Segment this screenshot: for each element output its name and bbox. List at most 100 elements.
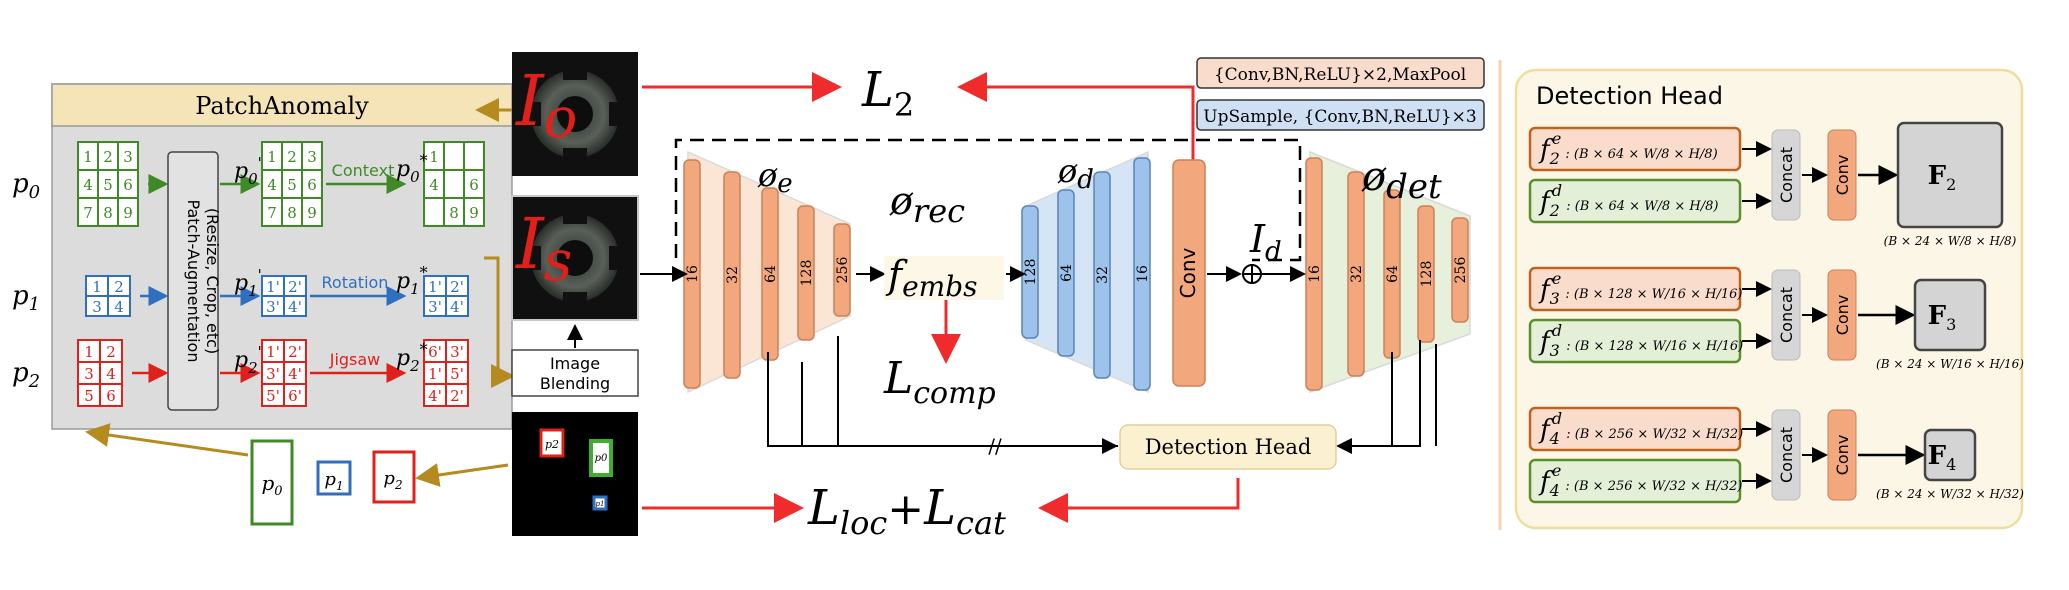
svg-text:16: 16 — [1135, 265, 1151, 283]
embs-label: fembs — [884, 253, 1004, 303]
detection-head-panel-title: Detection Head — [1536, 82, 1723, 110]
patch-cell: 1 — [429, 148, 439, 166]
patch-label-2: p2 — [12, 358, 40, 392]
patch-cell: 8 — [449, 204, 459, 222]
patch-cell: 3 — [123, 148, 133, 166]
patch-cell: 2 — [106, 343, 116, 361]
io-subscript: o — [544, 86, 578, 151]
patch-cell: 4' — [428, 387, 442, 405]
svg-text:256: 256 — [1453, 257, 1469, 284]
patch-cell: 1 — [83, 148, 93, 166]
patch-grid-1-2: 1'2'3'4' — [423, 275, 469, 317]
patch-cell: 5' — [266, 387, 280, 405]
blending-line-2: Blending — [540, 374, 610, 393]
mask-label-p2: p2 — [545, 438, 559, 451]
image-io: Io — [512, 52, 638, 176]
patch-op-jigsaw: Jigsaw — [329, 350, 381, 369]
p1-subscript: 1 — [336, 479, 344, 493]
patch-cell: 1' — [266, 343, 280, 361]
patch-cell: 1 — [267, 148, 277, 166]
loss-comp: Lcomp — [883, 353, 996, 411]
patch-anomaly-panel: PatchAnomaly Patch-Augmentation (Resize,… — [12, 83, 513, 430]
p2-subscript: 2 — [394, 478, 403, 492]
patch-cell: 2' — [288, 278, 302, 296]
output-shape: (B × 24 × W/8 × H/8) — [1884, 234, 2017, 248]
det-layer-32: 32 — [1347, 171, 1365, 377]
loss-l2: L2 — [861, 62, 914, 124]
patch-cell: 4' — [450, 298, 464, 316]
patch-prime-label-1: p1' — [234, 266, 262, 300]
svg-text:Conv: Conv — [1176, 247, 1200, 298]
loss-loc-cat: Lloc+Lcat — [807, 480, 1006, 542]
det-layer-256: 256 — [1451, 217, 1469, 323]
patch-cell: 3' — [450, 343, 464, 361]
svg-text:128: 128 — [1023, 259, 1039, 286]
patch-augmentation-box — [167, 151, 219, 411]
output-feature-F2: F2 — [1896, 121, 2004, 229]
detection-head-box: Detection Head — [1119, 424, 1337, 470]
decoder-layer-16: 16 — [1133, 157, 1151, 391]
patch-cell: 4 — [106, 365, 116, 383]
patch-cell: 9 — [123, 204, 133, 222]
patch-output-p0: p0 — [250, 439, 294, 526]
p0-subscript: 0 — [274, 484, 282, 499]
patch-label-1: p1 — [12, 281, 40, 315]
conv-block: Conv — [1827, 269, 1857, 361]
svg-text:L2: L2 — [861, 62, 914, 124]
patch-cell: 1 — [84, 343, 94, 361]
patch-output-p2: p2 — [372, 450, 416, 504]
id-label: Id — [1249, 217, 1282, 267]
patch-cell: 4' — [288, 365, 302, 383]
image-is: Is — [511, 195, 639, 321]
skip-break-mark: // — [988, 434, 1002, 458]
patch-cell: 9 — [307, 204, 317, 222]
encoder-layer-32: 32 — [723, 171, 741, 379]
patch-output-p1: p1 — [316, 460, 352, 496]
concat-block: Concat — [1771, 269, 1801, 361]
output-feature-F4: F4 — [1923, 428, 1977, 482]
patch-cell: 5 — [287, 176, 297, 194]
det-label: ødet — [1361, 154, 1442, 207]
patch-cell: 2' — [450, 387, 464, 405]
patch-cell: 3' — [266, 365, 280, 383]
patch-anomaly-title: PatchAnomaly — [195, 92, 369, 120]
patch-augmentation-sublabel: (Resize, Crop, etc) — [203, 208, 222, 354]
patch-cell: 4 — [267, 176, 277, 194]
conv-block: Conv — [1827, 409, 1857, 501]
mask-label-p0: p0 — [595, 453, 608, 464]
patch-cell: 6 — [123, 176, 133, 194]
output-feature-F3: F3 — [1913, 278, 1987, 352]
svg-text:Conv: Conv — [1833, 435, 1852, 476]
patch-cell: 4 — [114, 298, 124, 316]
svg-text:UpSample, {Conv,BN,ReLU}×3: UpSample, {Conv,BN,ReLU}×3 — [1203, 107, 1476, 127]
conv-block: Conv — [1827, 129, 1857, 221]
skip-connections — [767, 336, 1437, 454]
patch-label-sub: 2 — [28, 371, 40, 392]
patch-cell: 2' — [288, 343, 302, 361]
patch-cell: 9 — [469, 204, 479, 222]
patch-cell: 6 — [307, 176, 317, 194]
patch-prime-label-0: p0' — [234, 154, 262, 188]
output-shape: (B × 24 × W/16 × H/16) — [1876, 357, 2024, 371]
patch-cell: 2 — [287, 148, 297, 166]
encoder-layer-256: 256 — [833, 223, 851, 317]
patch-cell: 5 — [84, 387, 94, 405]
patch-label-0: p0 — [12, 169, 40, 203]
decoder-conv-block: Conv — [1172, 159, 1206, 387]
svg-text:Lcomp: Lcomp — [883, 353, 996, 411]
legend-downsample: {Conv,BN,ReLU}×2,MaxPool — [1196, 57, 1485, 89]
patch-cell: 1' — [428, 365, 442, 383]
detection-group-2: f4d : (B × 256 × W/32 × H/32)f4e : (B × … — [1528, 406, 2024, 504]
patch-cell: 7 — [267, 204, 277, 222]
patch-cell: 8 — [287, 204, 297, 222]
patch-grid-2-2: 6'3'1'5'4'2' — [423, 339, 469, 407]
patch-cell: 3' — [428, 298, 442, 316]
svg-text:Conv: Conv — [1833, 295, 1852, 336]
svg-text:16: 16 — [685, 265, 701, 283]
patch-op-rotation: Rotation — [322, 273, 389, 292]
patch-prime-label-2: p2' — [234, 343, 262, 377]
